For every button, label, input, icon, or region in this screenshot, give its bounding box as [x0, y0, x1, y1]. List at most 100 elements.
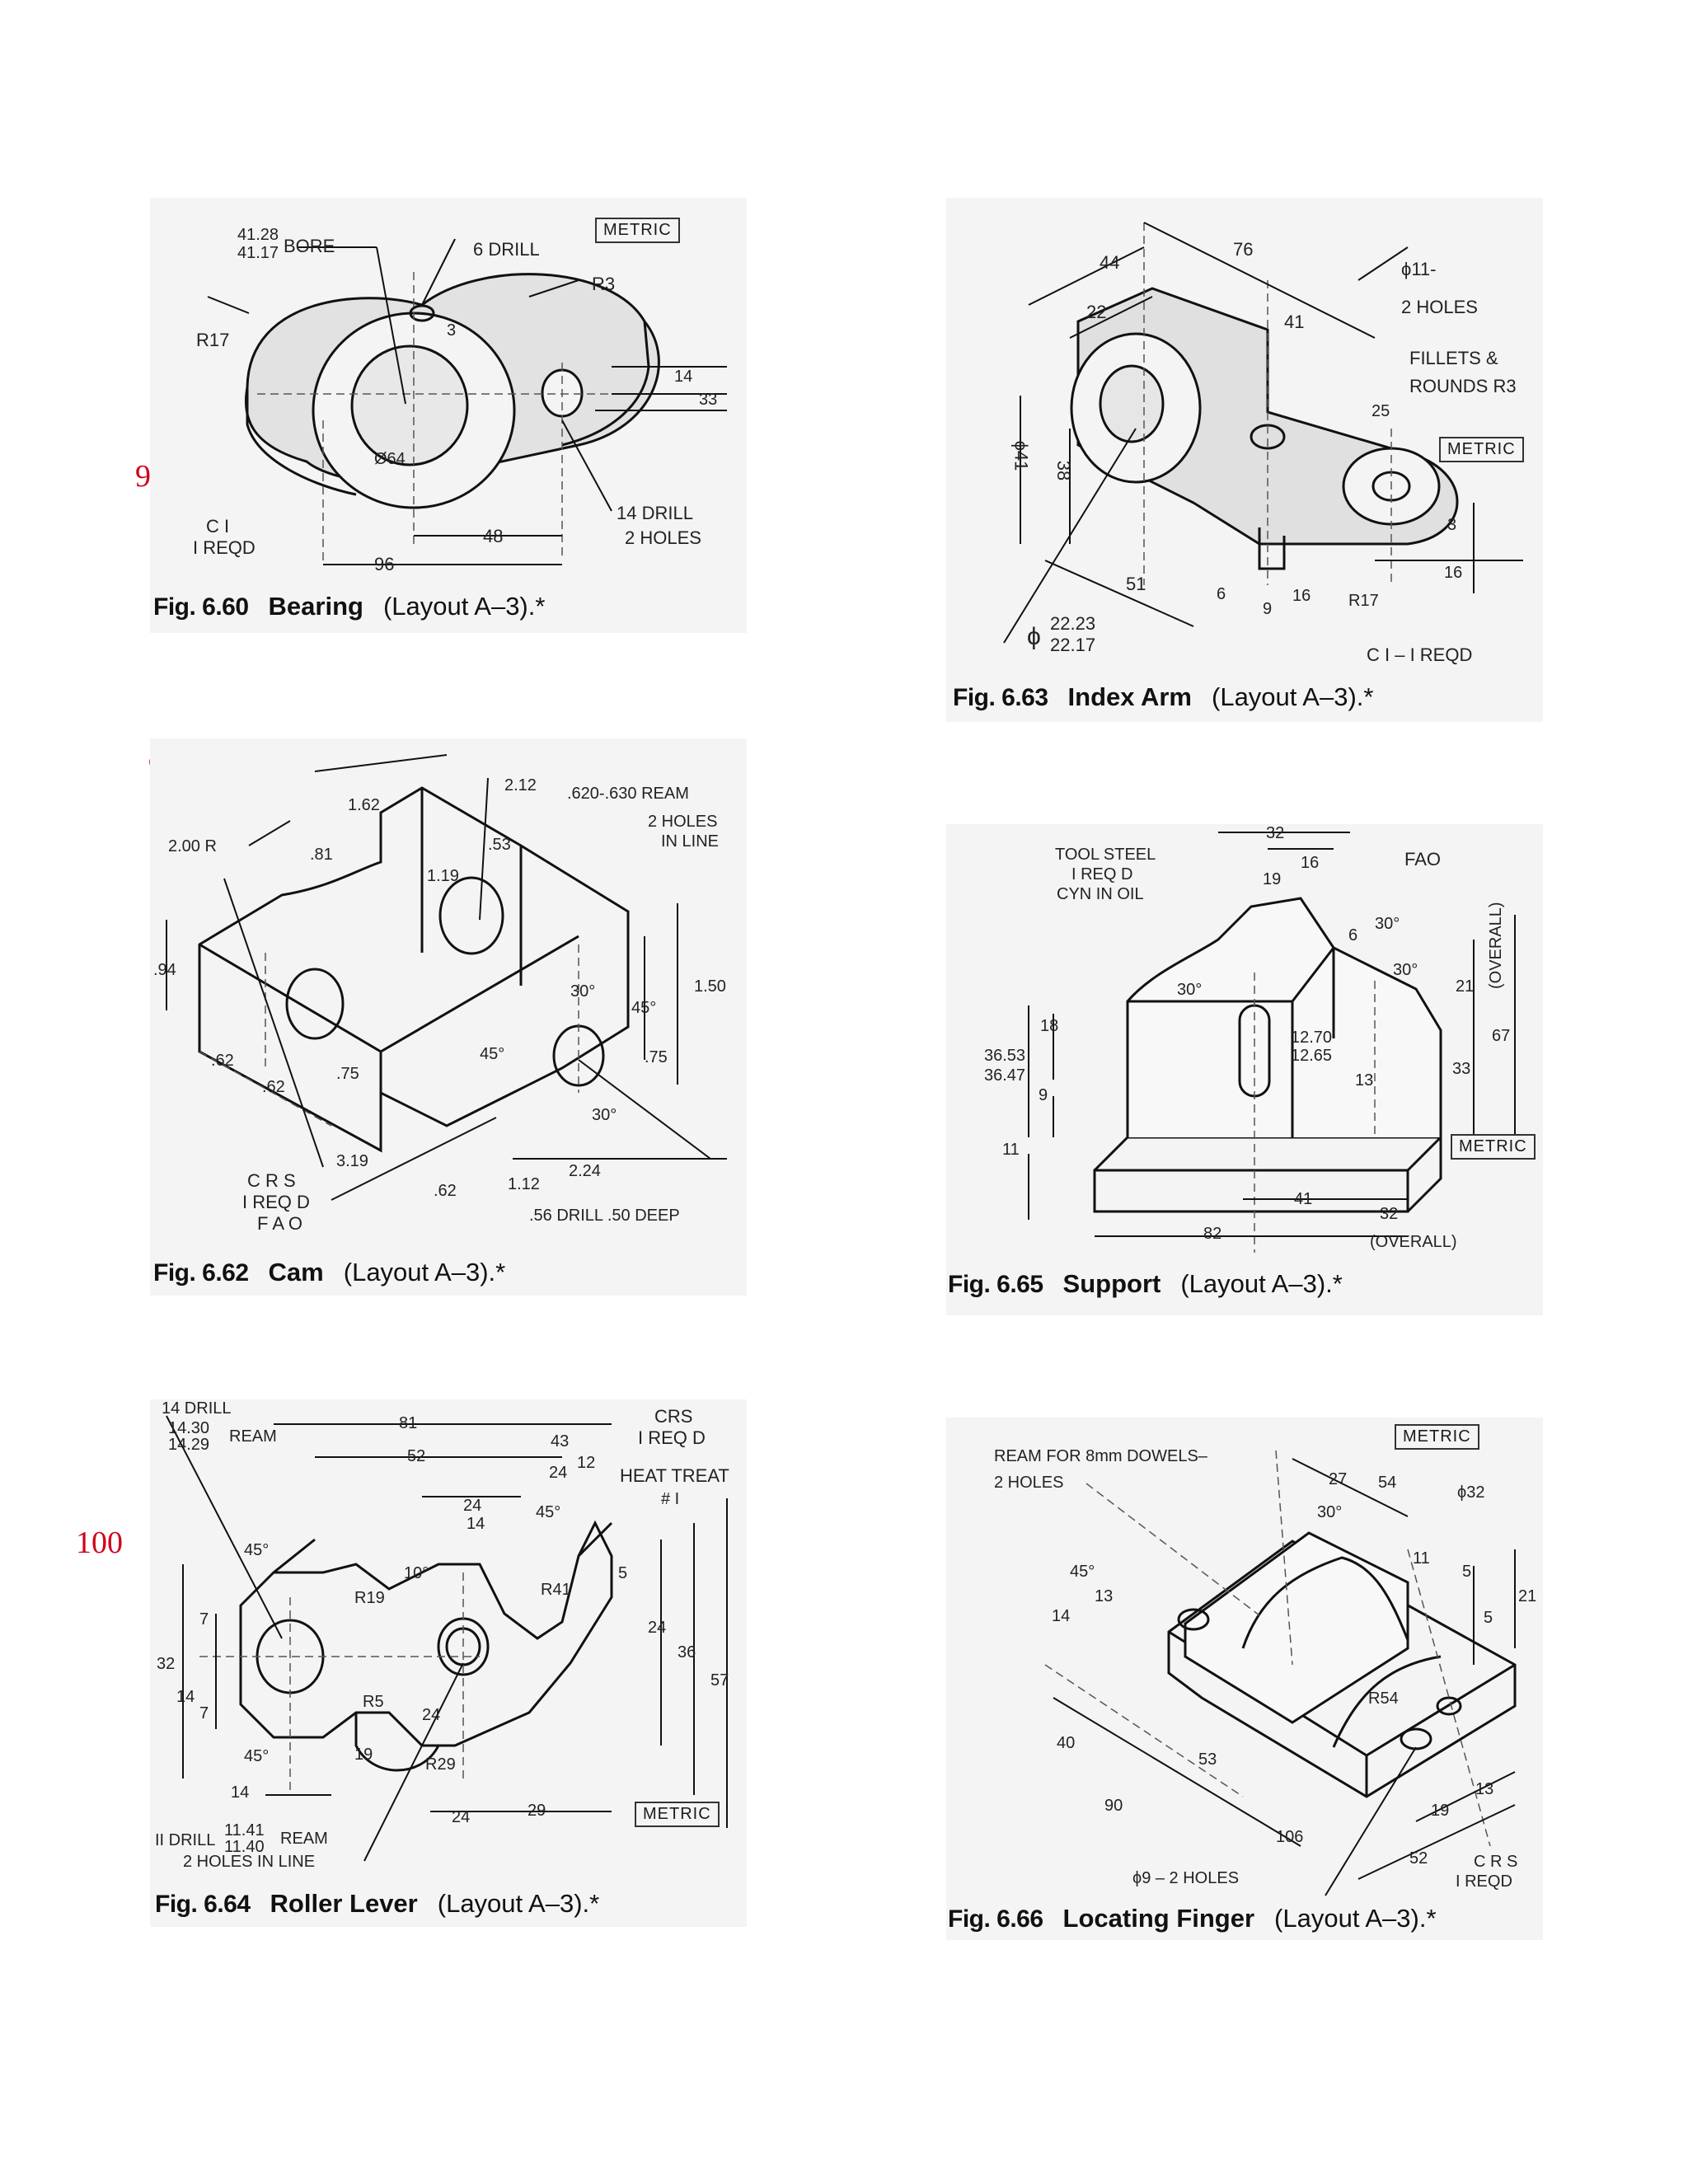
- locating-finger-d106: 106: [1276, 1828, 1304, 1846]
- roller-lever-d14c: 14: [231, 1783, 250, 1802]
- support-a30c: 30°: [1177, 981, 1203, 999]
- index-arm-phi41: ϕ41: [1010, 440, 1032, 471]
- index-arm-d3: 3: [1447, 516, 1457, 534]
- roller-lever-material: CRS: [654, 1406, 693, 1427]
- index-arm-fillets-a: FILLETS &: [1409, 348, 1498, 368]
- figure-index-arm: METRIC 44 22 76 41 25 ϕ11- 2 HOLES FILLE…: [946, 198, 1543, 722]
- cam-d319: 3.19: [336, 1152, 368, 1170]
- roller-lever-heat-a: HEAT TREAT: [620, 1465, 729, 1486]
- index-arm-phi11: ϕ11-: [1401, 259, 1437, 279]
- roller-lever-d5: 5: [618, 1564, 628, 1582]
- index-arm-fig-number: Fig. 6.63: [953, 684, 1048, 711]
- cam-d75: .75: [645, 1048, 668, 1066]
- cam-ream: .620-.630 REAM: [567, 785, 689, 803]
- roller-lever-ream2-b: 11.40: [224, 1838, 265, 1856]
- support-mat-c: CYN IN OIL: [1057, 885, 1144, 903]
- bearing-d48: 48: [483, 526, 504, 546]
- locating-finger-qty: I REQD: [1456, 1872, 1512, 1891]
- locating-finger-ream-b: 2 HOLES: [994, 1474, 1064, 1492]
- bearing-holes-a: 14 DRILL: [617, 503, 693, 523]
- cam-fig-number: Fig. 6.62: [153, 1259, 249, 1286]
- figure-bearing: METRIC 41.28 41.17 BORE 6 DRILL R3 R17 3…: [150, 198, 747, 633]
- support-d19: 19: [1263, 870, 1282, 888]
- index-arm-d41: 41: [1284, 312, 1305, 332]
- locating-finger-d90: 90: [1104, 1797, 1123, 1815]
- index-arm-r17: R17: [1348, 592, 1379, 610]
- roller-lever-d19: 19: [354, 1746, 373, 1764]
- bearing-drawing: [207, 238, 727, 565]
- index-arm-bore-phi: ϕ: [1027, 623, 1041, 650]
- roller-lever-d24c: 24: [648, 1619, 667, 1637]
- support-d32b: 32: [1380, 1205, 1399, 1223]
- locating-finger-d27: 27: [1329, 1470, 1348, 1488]
- cam-r200: 2.00 R: [168, 837, 217, 855]
- locating-finger-d21: 21: [1518, 1587, 1537, 1605]
- roller-lever-a45a: 45°: [536, 1503, 561, 1521]
- figure-support: METRIC TOOL STEEL I REQ D CYN IN OIL 32 …: [946, 824, 1543, 1315]
- bearing-bore-upper: 41.28: [237, 226, 279, 244]
- bearing-d3: 3: [447, 321, 457, 340]
- index-arm-d16b: 16: [1444, 564, 1463, 582]
- locating-finger-d14: 14: [1052, 1607, 1071, 1625]
- index-arm-d44: 44: [1100, 252, 1120, 273]
- locating-finger-metric-badge: METRIC: [1395, 1424, 1479, 1450]
- cam-d62a: .62: [211, 1052, 234, 1070]
- support-d41: 41: [1294, 1190, 1313, 1208]
- index-arm-d6: 6: [1217, 585, 1226, 603]
- figure-cam: .620-.630 REAM 2 HOLES IN LINE 2.12 1.62…: [150, 738, 747, 1296]
- roller-lever-fig-number: Fig. 6.64: [155, 1891, 251, 1918]
- support-d33: 33: [1452, 1060, 1471, 1078]
- roller-lever-r5: R5: [363, 1693, 384, 1711]
- locating-finger-d19: 19: [1431, 1802, 1450, 1820]
- roller-lever-d7a: 7: [199, 1610, 209, 1629]
- locating-finger-r54: R54: [1368, 1690, 1399, 1708]
- cam-title: Cam: [268, 1258, 324, 1286]
- cam-d62c: .62: [434, 1182, 457, 1200]
- support-d18: 18: [1040, 1017, 1059, 1035]
- cam-d75b: .75: [336, 1065, 359, 1083]
- index-arm-bore-b: 22.17: [1050, 635, 1096, 655]
- support-d6: 6: [1348, 926, 1358, 944]
- roller-lever-title: Roller Lever: [270, 1889, 418, 1918]
- support-d3653: 36.53: [984, 1047, 1026, 1065]
- cam-a30: 30°: [570, 982, 596, 1001]
- bearing-d33: 33: [699, 391, 718, 409]
- bearing-d96: 96: [374, 554, 395, 574]
- locating-finger-title: Locating Finger: [1062, 1904, 1255, 1933]
- bearing-qty: I REQD: [193, 537, 256, 558]
- locating-finger-phi32: ϕ32: [1457, 1483, 1485, 1502]
- cam-d224: 2.24: [569, 1162, 601, 1180]
- bearing-material: C I: [206, 516, 230, 537]
- roller-lever-d81: 81: [399, 1414, 418, 1432]
- cam-a45b: 45°: [480, 1045, 505, 1063]
- cam-fao: F A O: [257, 1213, 303, 1234]
- support-overall-b: (OVERALL): [1370, 1233, 1457, 1251]
- cam-d162: 1.62: [348, 796, 380, 814]
- roller-lever-metric-badge: METRIC: [635, 1802, 720, 1827]
- index-arm-title: Index Arm: [1067, 682, 1192, 711]
- roller-lever-a45b: 45°: [244, 1541, 270, 1559]
- index-arm-drawing: [1003, 222, 1523, 644]
- roller-lever-d24b: 24: [549, 1464, 568, 1482]
- locating-finger-d11: 11: [1413, 1549, 1430, 1568]
- cam-d81: .81: [310, 846, 333, 864]
- figure-locating-finger: METRIC REAM FOR 8mm DOWELS– 2 HOLES 27 5…: [946, 1418, 1543, 1940]
- support-d3647: 36.47: [984, 1066, 1026, 1085]
- bearing-bore-lower: 41.17: [237, 244, 279, 262]
- locating-finger-material: C R S: [1474, 1853, 1518, 1871]
- locating-finger-d5b: 5: [1484, 1609, 1493, 1627]
- cam-d94: .94: [153, 961, 176, 979]
- cam-qty: I REQ D: [242, 1192, 310, 1212]
- cam-d53: .53: [488, 836, 511, 854]
- locating-finger-drawing: [1044, 1450, 1517, 1896]
- bearing-r3: R3: [592, 274, 616, 294]
- locating-finger-ream-a: REAM FOR 8mm DOWELS–: [994, 1447, 1207, 1465]
- roller-lever-d12: 12: [577, 1454, 596, 1472]
- support-a30b: 30°: [1393, 961, 1418, 979]
- support-d21: 21: [1456, 977, 1475, 996]
- index-arm-layout: (Layout A–3).*: [1212, 682, 1374, 711]
- roller-lever-ream2-a: 11.41: [224, 1821, 265, 1840]
- cam-a45: 45°: [631, 999, 657, 1017]
